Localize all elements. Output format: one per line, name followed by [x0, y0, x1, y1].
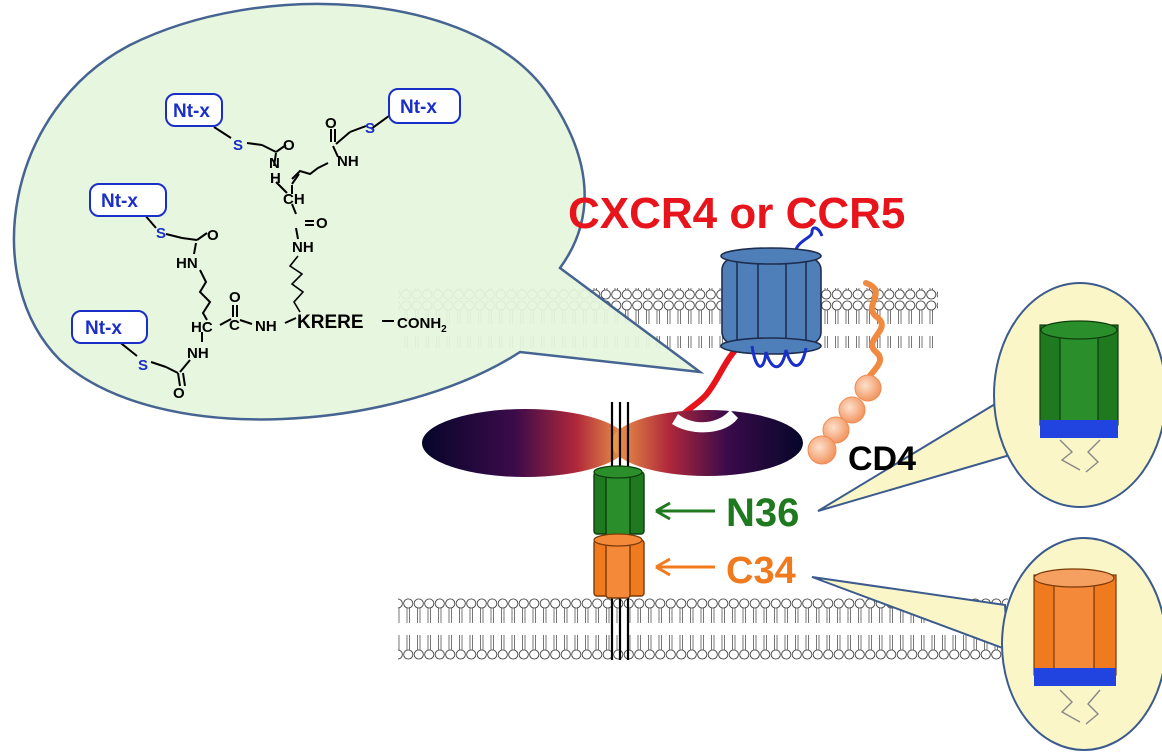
h-atom: H	[270, 170, 281, 187]
gp120-left-lobe	[422, 409, 628, 477]
svg-text:Nt-x: Nt-x	[101, 191, 138, 212]
coreceptor-barrel	[720, 226, 824, 369]
c34-label: C34	[726, 550, 796, 592]
hn-group: HN	[176, 255, 198, 272]
peptide-sequence: KRERE	[297, 312, 364, 333]
oxygen-atom-6: O	[229, 289, 241, 306]
n36-helix-bundle	[593, 465, 645, 537]
molecule-structure	[116, 112, 394, 387]
molecule-atoms: S O NH CH O NH S O N H S O HN S O NH HC …	[138, 115, 447, 402]
c34-helix-bundle	[593, 533, 645, 599]
nh-group-3: NH	[187, 345, 209, 362]
carbonyl-carbon: C	[229, 317, 240, 334]
cd4-domain-4	[807, 435, 837, 465]
n36-label: N36	[726, 491, 799, 535]
oxygen-atom-2: O	[316, 215, 328, 232]
sulfur-atom-3: S	[156, 225, 166, 242]
nh-group-4: NH	[255, 318, 277, 335]
nt-x-tag-lower-left: Nt-x	[71, 310, 148, 344]
hc-group: HC	[191, 319, 213, 336]
nh-group-1: NH	[337, 153, 359, 170]
cd4-tail	[863, 280, 885, 385]
svg-text:Nt-x: Nt-x	[85, 318, 122, 339]
n-atom: N	[269, 155, 280, 172]
n36-arrow	[655, 501, 715, 521]
sulfur-atom-2: S	[233, 137, 243, 154]
sulfur-atom-1: S	[365, 120, 375, 137]
ch-group-top: CH	[283, 191, 305, 208]
cd4-label: CD4	[848, 440, 916, 478]
gp120-right-lobe	[611, 410, 803, 476]
oxygen-atom-3: O	[283, 137, 295, 154]
cd4-domain-1	[854, 374, 882, 402]
oxygen-atom-5: O	[173, 385, 185, 402]
nt-x-tag-top-right: Nt-x	[388, 88, 461, 124]
nt-x-tag-top-left: Nt-x	[165, 93, 223, 127]
coreceptor-label: CXCR4 or CCR5	[568, 189, 905, 238]
svg-text:Nt-x: Nt-x	[400, 97, 437, 118]
c34-arrow	[655, 557, 715, 577]
cd4-domain-2	[838, 396, 866, 424]
nt-x-tag-middle-left: Nt-x	[89, 183, 167, 217]
oxygen-atom-4: O	[207, 227, 219, 244]
nh-group-2: NH	[292, 239, 314, 256]
amide-terminus: CONH2	[397, 315, 447, 335]
cd4-domain-3	[822, 416, 850, 444]
n36-callout	[817, 282, 1162, 512]
svg-text:Nt-x: Nt-x	[173, 101, 210, 122]
oxygen-atom-1: O	[325, 115, 337, 132]
gp120-binding-pocket	[672, 410, 738, 433]
sulfur-atom-4: S	[138, 357, 148, 374]
c34-callout	[811, 537, 1162, 751]
